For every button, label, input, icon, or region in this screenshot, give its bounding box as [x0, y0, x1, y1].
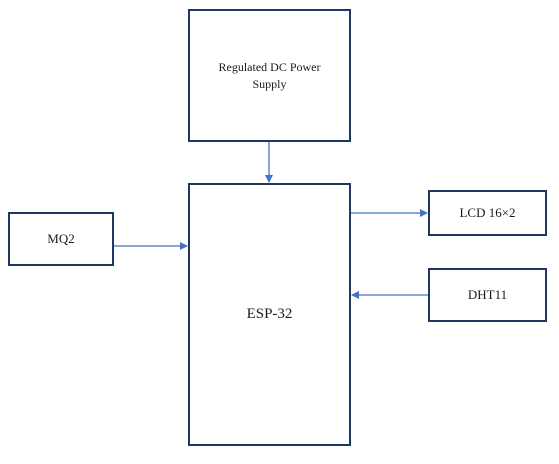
- mq2-label: MQ2: [47, 231, 75, 247]
- esp32-label: ESP-32: [246, 306, 293, 323]
- mq2-sensor-block: MQ2: [8, 212, 114, 266]
- esp32-block: ESP-32: [188, 183, 351, 446]
- dht11-label: DHT11: [467, 287, 508, 303]
- lcd-label: LCD 16×2: [459, 205, 516, 221]
- power-supply-block: Regulated DC Power Supply: [188, 9, 351, 142]
- dht11-sensor-block: DHT11: [428, 268, 547, 322]
- power-supply-label: Regulated DC Power Supply: [218, 60, 321, 91]
- lcd-display-block: LCD 16×2: [428, 190, 547, 236]
